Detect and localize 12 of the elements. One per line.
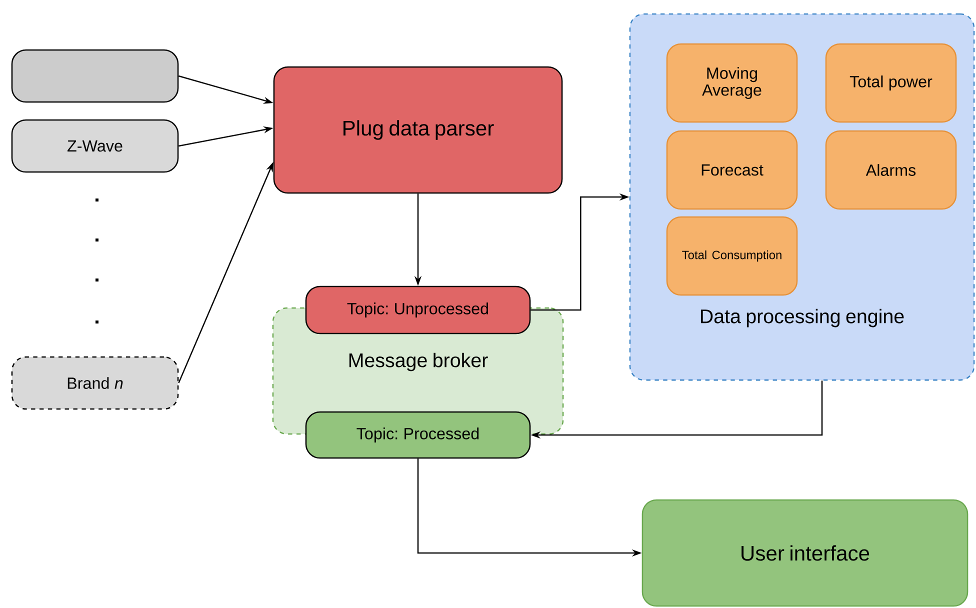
interface-box: User interface [642, 499, 968, 607]
module-box: Alarms [825, 130, 957, 210]
parser-box: Plug data parser [273, 66, 563, 194]
device-box: Z-Wave [11, 119, 179, 173]
module-box: Total power [825, 43, 957, 123]
topic-box: Topic: Unprocessed [305, 286, 531, 334]
topic-box: Topic: Processed [305, 411, 531, 459]
device-box [11, 49, 179, 103]
module-box: Moving Average [666, 43, 798, 123]
module-box: Forecast [666, 130, 798, 210]
module-box: Total Consumption [666, 216, 798, 296]
device-box: Brand n [11, 356, 179, 410]
